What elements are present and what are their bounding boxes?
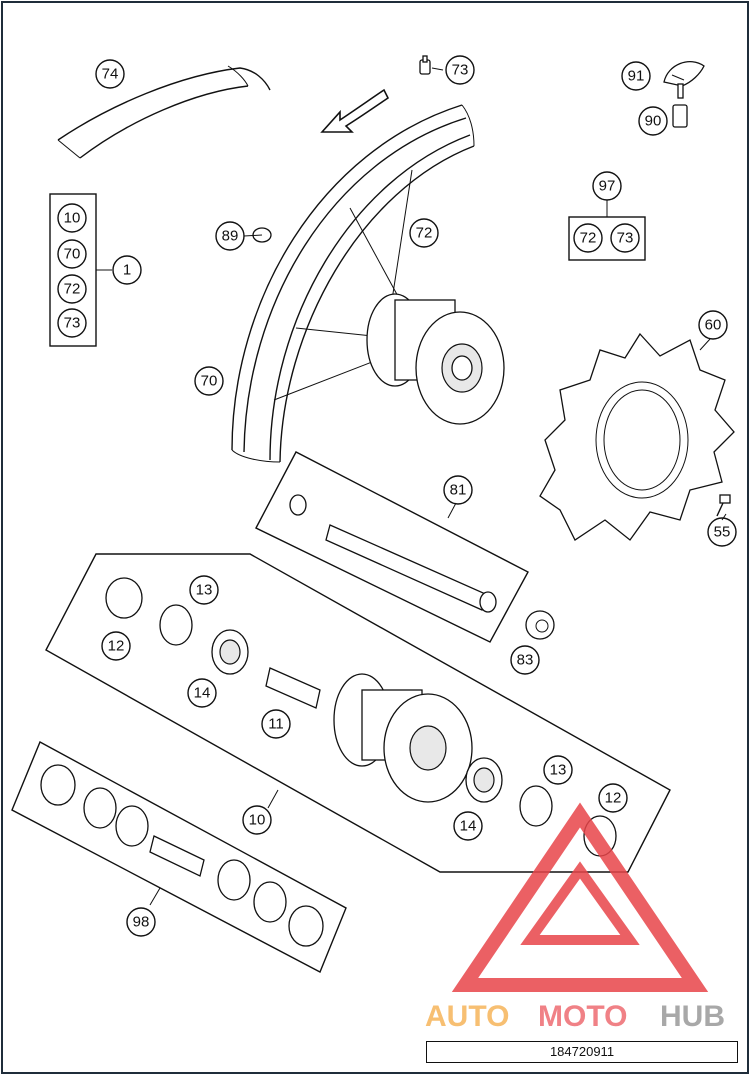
axle-nut-part bbox=[525, 610, 555, 640]
callout-14-right: 14 bbox=[453, 811, 483, 841]
svg-text:74: 74 bbox=[102, 66, 119, 83]
svg-text:73: 73 bbox=[64, 315, 81, 332]
kit-list-box bbox=[49, 193, 112, 347]
valve-nut-part bbox=[672, 104, 688, 128]
callout-13-left: 13 bbox=[189, 575, 219, 605]
svg-text:1: 1 bbox=[123, 262, 131, 279]
callout-81: 81 bbox=[443, 475, 473, 505]
callout-74: 74 bbox=[95, 59, 125, 89]
svg-text:81: 81 bbox=[450, 482, 467, 499]
callout-97: 97 bbox=[592, 171, 622, 201]
svg-text:91: 91 bbox=[628, 68, 645, 85]
callout-60: 60 bbox=[698, 310, 728, 340]
axle-box bbox=[255, 451, 529, 643]
svg-text:70: 70 bbox=[64, 246, 81, 263]
rim-tape bbox=[57, 65, 271, 159]
hub-box bbox=[45, 553, 671, 873]
svg-text:14: 14 bbox=[460, 818, 477, 835]
callout-70: 70 bbox=[194, 366, 224, 396]
svg-text:55: 55 bbox=[714, 524, 731, 541]
callout-72-list: 72 bbox=[57, 274, 87, 304]
watermark-logo: AUTO MOTO HUB bbox=[425, 802, 725, 1033]
svg-text:90: 90 bbox=[645, 113, 662, 130]
svg-text:72: 72 bbox=[580, 230, 597, 247]
svg-text:12: 12 bbox=[108, 638, 125, 655]
callout-73: 73 bbox=[445, 55, 475, 85]
valve-cap-part bbox=[663, 61, 705, 99]
axle-part bbox=[289, 494, 497, 613]
callout-73-list: 73 bbox=[57, 308, 87, 338]
callout-90: 90 bbox=[638, 106, 668, 136]
callout-1: 1 bbox=[112, 255, 142, 285]
watermark-text-auto: AUTO bbox=[425, 1000, 509, 1033]
bearing-kit-box bbox=[11, 741, 347, 973]
callout-10-list: 10 bbox=[57, 203, 87, 233]
wheel-hub bbox=[366, 293, 505, 425]
spoke-nipple-part bbox=[419, 55, 431, 75]
callout-14-left: 14 bbox=[187, 678, 217, 708]
watermark-text-hub: HUB bbox=[660, 1000, 725, 1033]
svg-text:14: 14 bbox=[194, 685, 211, 702]
callout-12-right: 12 bbox=[598, 783, 628, 813]
callout-11: 11 bbox=[261, 709, 291, 739]
callout-89: 89 bbox=[215, 221, 245, 251]
callout-70-list: 70 bbox=[57, 239, 87, 269]
disc-bolt-part bbox=[716, 494, 731, 517]
bearing-kit-parts bbox=[40, 764, 324, 947]
watermark-text-moto: MOTO bbox=[538, 1000, 627, 1033]
rotation-arrow-icon bbox=[320, 88, 390, 133]
svg-text:89: 89 bbox=[222, 228, 239, 245]
callout-13-right: 13 bbox=[543, 755, 573, 785]
svg-text:72: 72 bbox=[416, 225, 433, 242]
callout-12-left: 12 bbox=[101, 631, 131, 661]
callout-55: 55 bbox=[707, 517, 737, 547]
svg-text:11: 11 bbox=[268, 716, 284, 733]
svg-text:83: 83 bbox=[517, 652, 534, 669]
callout-73-set: 73 bbox=[610, 223, 640, 253]
wheel-rim bbox=[231, 104, 475, 463]
callout-98: 98 bbox=[126, 907, 156, 937]
hub-parts bbox=[105, 577, 617, 857]
svg-text:73: 73 bbox=[617, 230, 634, 247]
svg-text:98: 98 bbox=[133, 914, 150, 931]
callout-91: 91 bbox=[621, 61, 651, 91]
svg-text:70: 70 bbox=[201, 373, 218, 390]
callout-83: 83 bbox=[510, 645, 540, 675]
svg-text:97: 97 bbox=[599, 178, 616, 195]
callout-72-set: 72 bbox=[573, 223, 603, 253]
svg-text:13: 13 bbox=[196, 582, 213, 599]
brake-disc bbox=[539, 332, 735, 541]
leader-lines bbox=[243, 67, 727, 521]
svg-text:13: 13 bbox=[550, 762, 567, 779]
svg-text:73: 73 bbox=[452, 62, 469, 79]
drawing-number: 184720911 bbox=[426, 1041, 738, 1063]
spoke-set-box bbox=[568, 200, 646, 261]
svg-text:72: 72 bbox=[64, 281, 81, 298]
callout-10: 10 bbox=[242, 805, 272, 835]
callout-72: 72 bbox=[409, 218, 439, 248]
svg-text:12: 12 bbox=[605, 790, 622, 807]
svg-text:10: 10 bbox=[249, 812, 266, 829]
svg-text:60: 60 bbox=[705, 317, 722, 334]
svg-text:10: 10 bbox=[64, 210, 81, 227]
